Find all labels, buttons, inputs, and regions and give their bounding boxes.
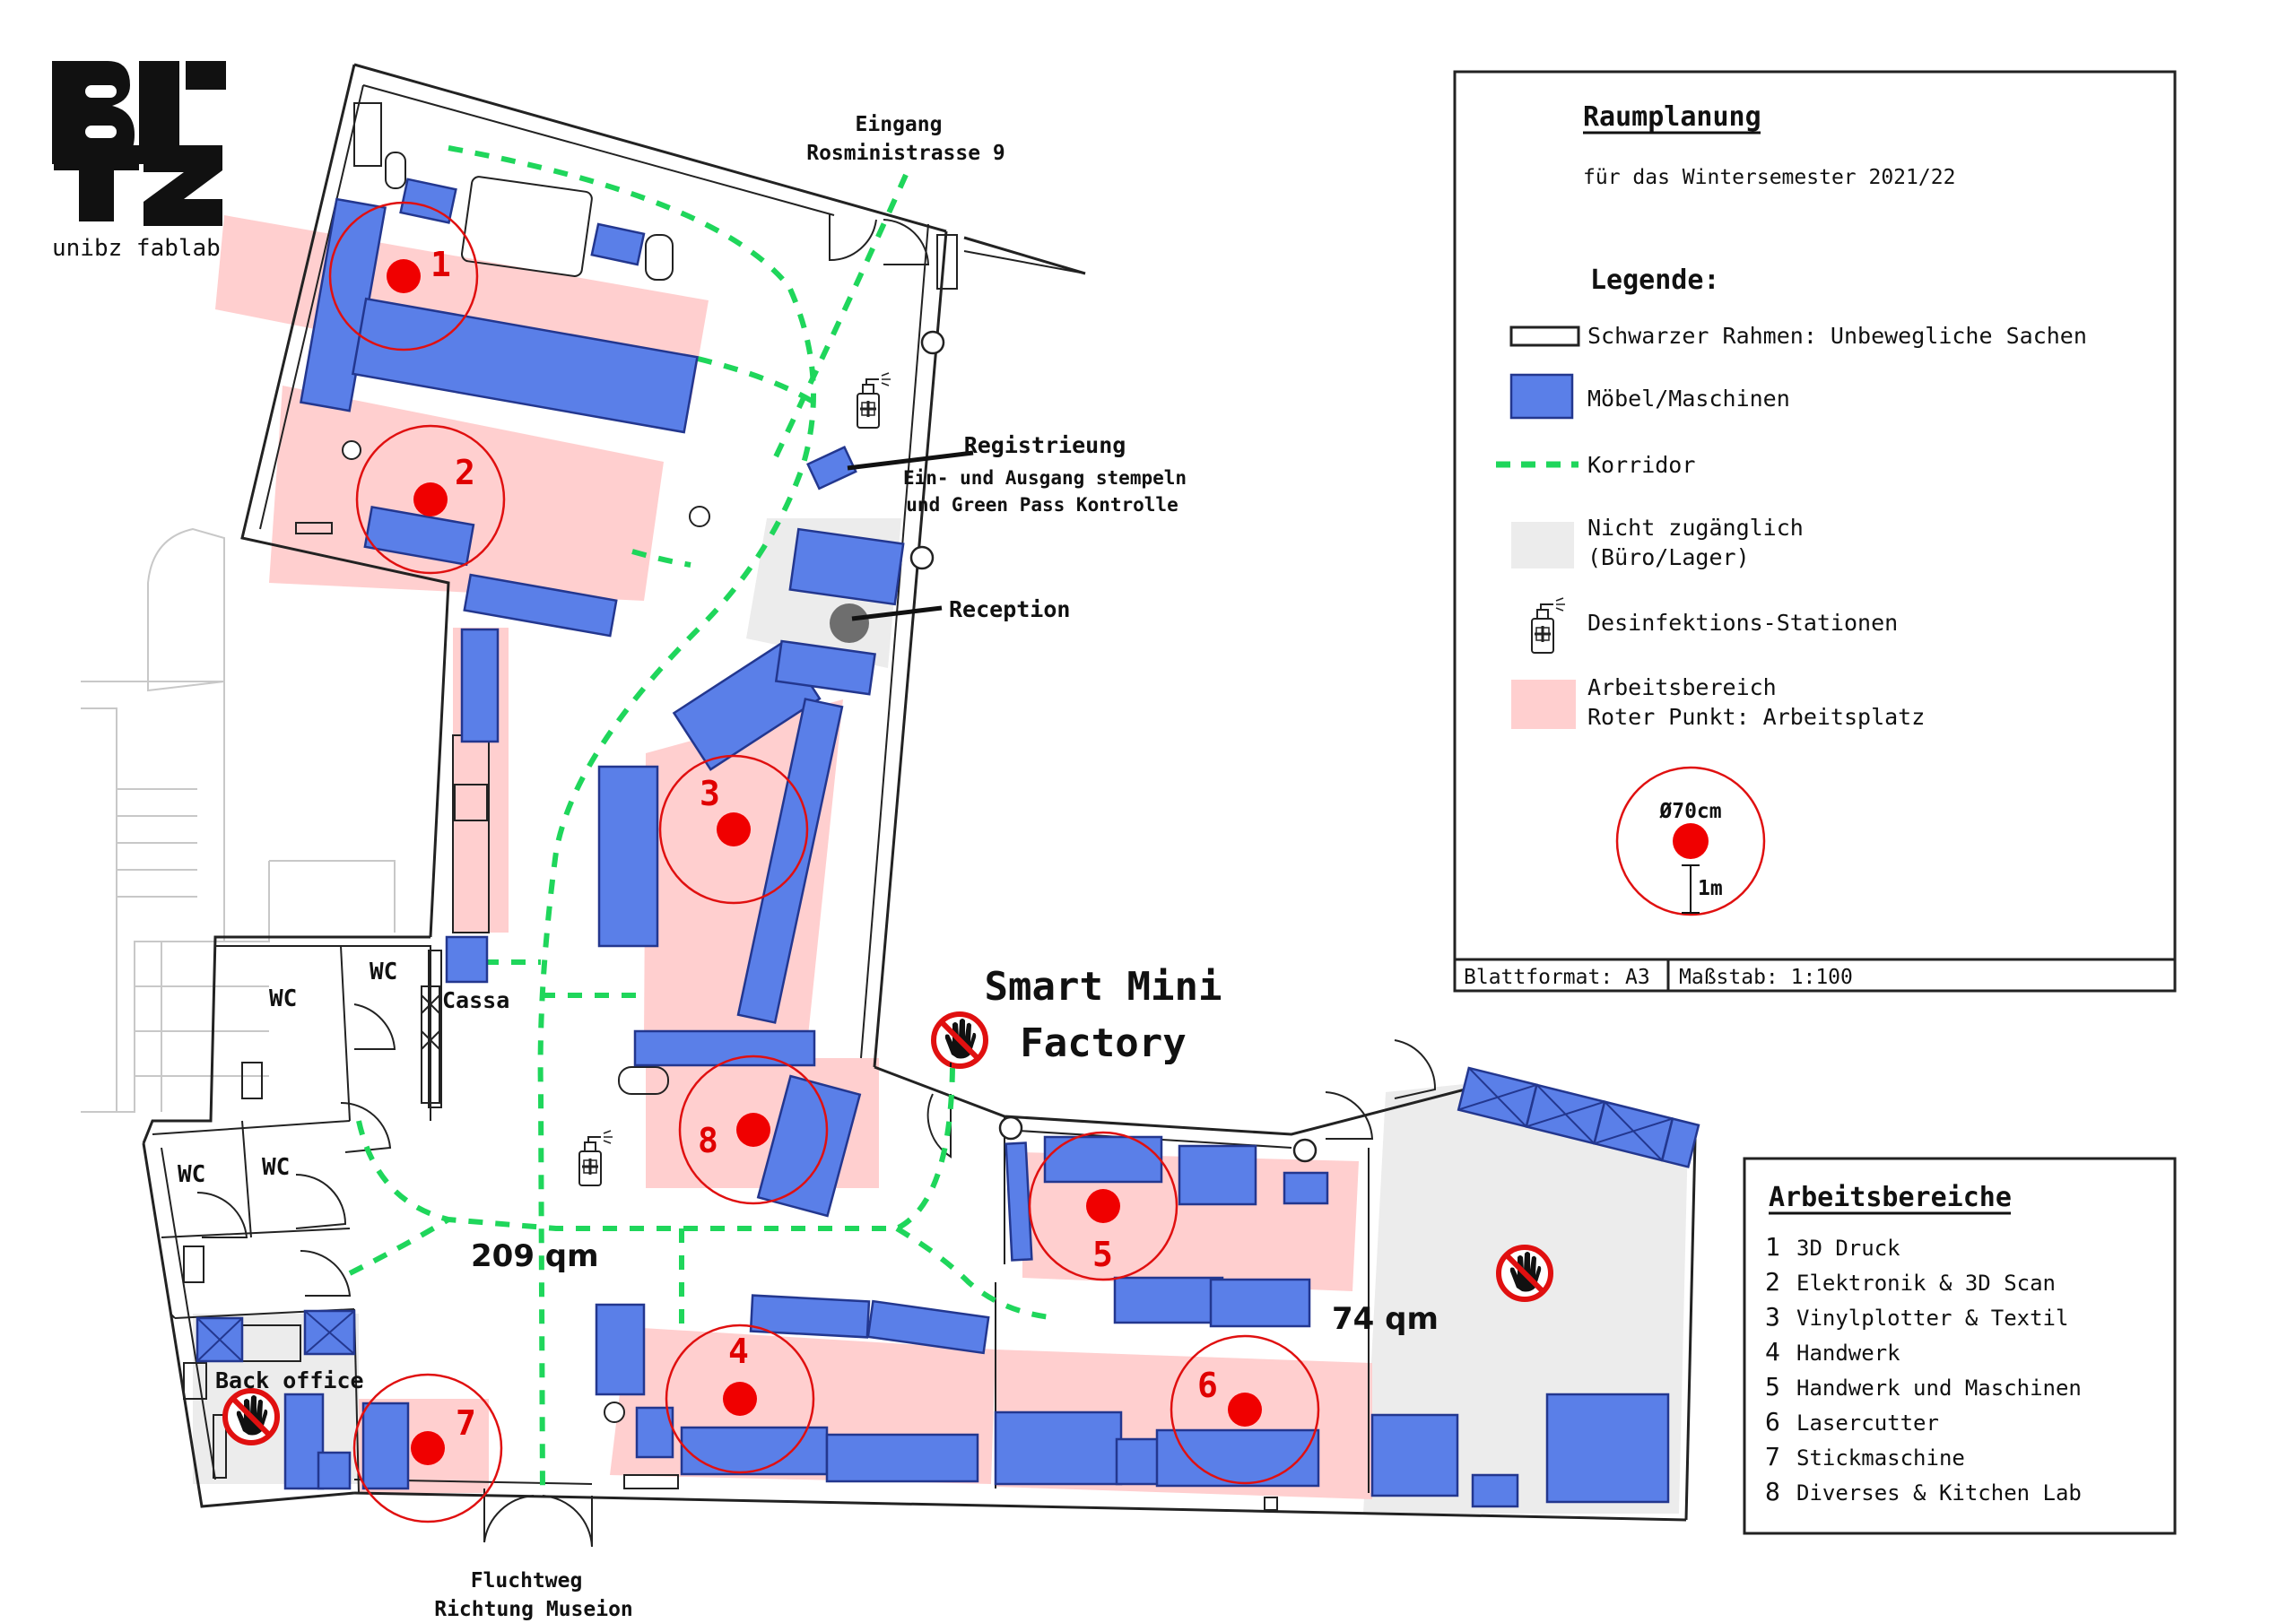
reception-marker <box>830 603 869 643</box>
area-item-label: Diverses & Kitchen Lab <box>1796 1480 2082 1506</box>
no-entry-hand-icon <box>934 1014 986 1066</box>
zone-number-5: 5 <box>1092 1235 1113 1274</box>
legend-scale: Maßstab: 1:100 <box>1679 966 1853 989</box>
legend-furniture-label: Möbel/Maschinen <box>1587 386 1790 412</box>
logo-caption: unibz fablab <box>52 235 221 262</box>
sanitizer-icon <box>856 371 892 430</box>
workplace-circles <box>328 201 1320 1523</box>
area-num: 3 <box>1765 1302 1780 1332</box>
areas-list-title: Arbeitsbereiche <box>1769 1182 2012 1213</box>
legend-diameter: Ø70cm <box>1658 800 1721 823</box>
neighbor-building-outline <box>81 527 396 1113</box>
area-num: 8 <box>1765 1477 1780 1506</box>
legend-format: Blattformat: A3 <box>1464 966 1650 989</box>
zone-number-6: 6 <box>1197 1366 1218 1405</box>
area-item-label: Vinylplotter & Textil <box>1796 1306 2068 1331</box>
zone-number-7: 7 <box>456 1403 476 1443</box>
area-item-label: Handwerk und Maschinen <box>1796 1376 2082 1401</box>
area-item-label: 3D Druck <box>1796 1236 1900 1261</box>
registration-title: Registrieung <box>964 432 1126 458</box>
area-num: 2 <box>1765 1267 1780 1297</box>
area-second-label: 74 qm <box>1332 1301 1439 1337</box>
area-num: 6 <box>1765 1407 1780 1436</box>
zone-numbers: 1 2 3 4 5 6 7 8 <box>430 245 1218 1443</box>
zone-number-4: 4 <box>728 1332 749 1371</box>
sanitizer-icon <box>578 1129 614 1187</box>
area-num: 5 <box>1765 1372 1780 1402</box>
legend-no-access-label: Nicht zugänglich <box>1587 515 1804 541</box>
area-main-label: 209 qm <box>471 1238 599 1274</box>
walls <box>142 63 1697 1522</box>
cassa-label: Cassa <box>442 987 509 1013</box>
back-office-label: Back office <box>215 1367 364 1393</box>
area-num: 4 <box>1765 1337 1780 1367</box>
wc-label: WC <box>262 1154 290 1181</box>
legend-heading: Legende: <box>1590 265 1720 296</box>
exit-label: Fluchtweg <box>471 1569 583 1593</box>
legend-corridor-label: Korridor <box>1587 452 1695 478</box>
legend-disinfect-label: Desinfektions-Stationen <box>1587 610 1898 636</box>
legend-work-label: Arbeitsbereich <box>1587 674 1777 700</box>
smart-factory-line-2: Factory <box>1020 1020 1186 1066</box>
area-item-label: Lasercutter <box>1796 1410 1939 1436</box>
registration-line-2: und Green Pass Kontrolle <box>906 494 1178 516</box>
area-num: 7 <box>1765 1442 1780 1471</box>
door-swing-icon <box>196 213 1437 1548</box>
bitz-logo-icon <box>52 61 226 226</box>
registration-line-1: Ein- und Ausgang stempeln <box>903 467 1187 489</box>
furniture-machines <box>196 178 1700 1508</box>
wc-label: WC <box>370 959 397 985</box>
area-item-label: Handwerk <box>1796 1341 1900 1366</box>
legend-panel: Raumplanung für das Wintersemester 2021/… <box>1453 70 2177 993</box>
areas-list-panel: Arbeitsbereiche 1 3D Druck 2 Elektronik … <box>1743 1157 2177 1535</box>
no-entry-hand-icon <box>225 1391 277 1443</box>
entrance-label: Eingang <box>856 113 943 136</box>
legend-distance: 1m <box>1698 877 1723 900</box>
zone-number-2: 2 <box>455 453 475 492</box>
wc-label: WC <box>269 985 297 1012</box>
zone-number-1: 1 <box>430 245 451 284</box>
area-num: 1 <box>1765 1232 1780 1262</box>
legend-subtitle: für das Wintersemester 2021/22 <box>1583 166 1955 189</box>
legend-work-sub: Roter Punkt: Arbeitsplatz <box>1587 704 1925 730</box>
wc-label: WC <box>178 1161 205 1188</box>
legend-no-access-sub: (Büro/Lager) <box>1587 544 1750 570</box>
zone-number-3: 3 <box>700 774 720 813</box>
legend-frame-label: Schwarzer Rahmen: Unbewegliche Sachen <box>1587 323 2087 349</box>
entrance-address: Rosministrasse 9 <box>806 142 1005 165</box>
area-item-label: Stickmaschine <box>1796 1445 1965 1471</box>
no-entry-hand-icon <box>1499 1247 1551 1299</box>
legend-title: Raumplanung <box>1583 101 1761 133</box>
exit-direction: Richtung Museion <box>434 1598 633 1621</box>
smart-factory-line-1: Smart Mini <box>985 964 1222 1010</box>
reception-label: Reception <box>949 596 1070 622</box>
zone-number-8: 8 <box>698 1121 718 1160</box>
corridor-paths <box>348 145 1059 1494</box>
area-item-label: Elektronik & 3D Scan <box>1796 1271 2056 1296</box>
fixed-objects <box>183 102 1318 1511</box>
